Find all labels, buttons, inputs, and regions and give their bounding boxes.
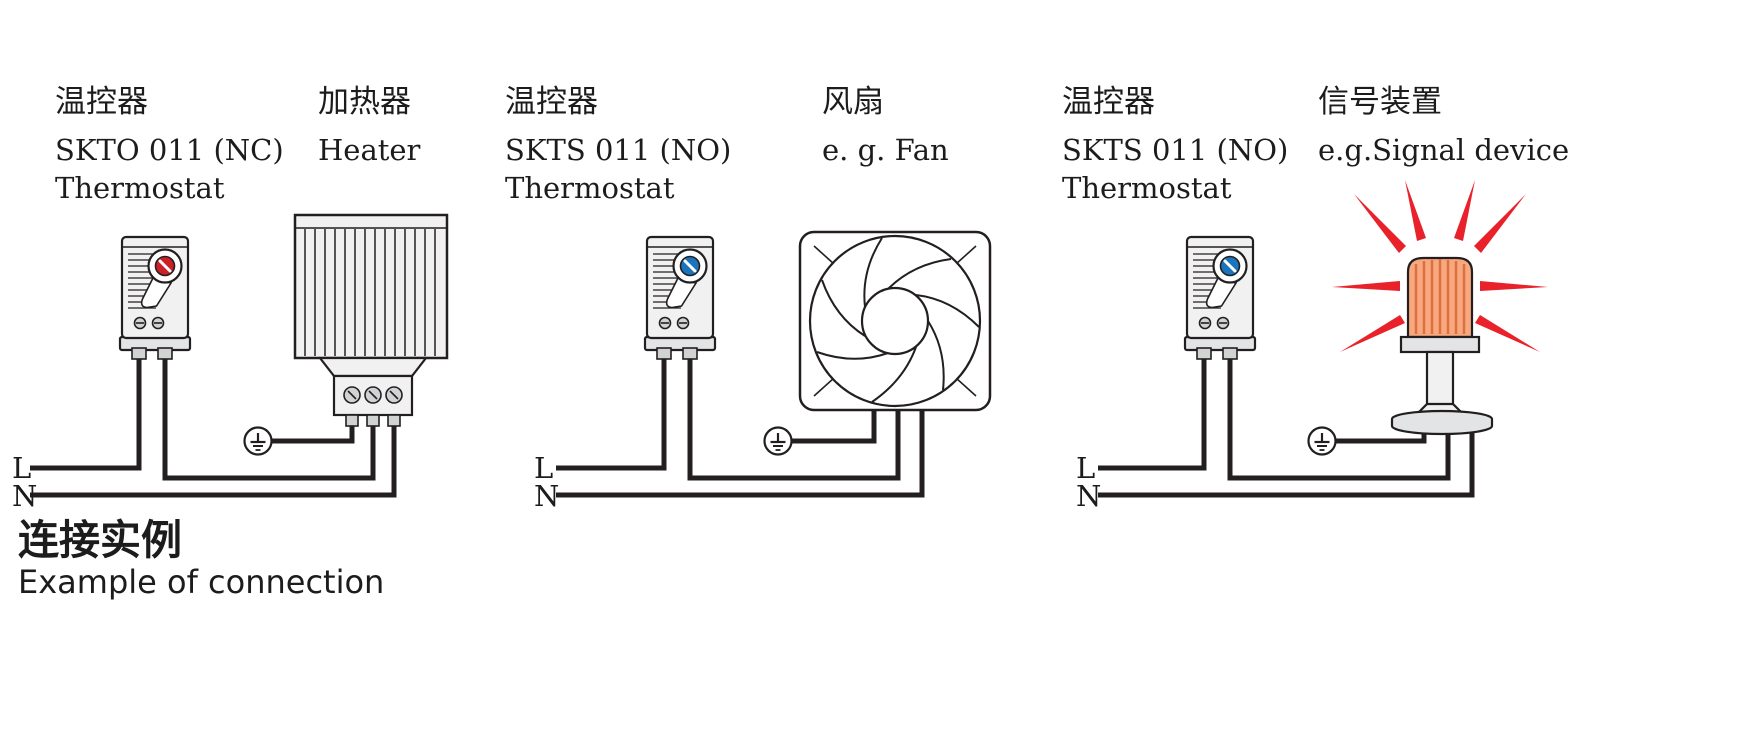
label-neutral-2: N (534, 479, 559, 513)
beacon-lamp (1390, 256, 1494, 436)
label-load-en-3: e.g.Signal device (1318, 133, 1569, 167)
wire-thermostat-to-heater (162, 352, 376, 481)
thermostat-device-3 (1183, 235, 1257, 361)
wire-ground-1 (271, 424, 355, 444)
label-load-zh-2: 风扇 (822, 84, 884, 119)
label-neutral-1: N (12, 479, 37, 513)
signal-beacon-device (1332, 180, 1548, 436)
label-load-zh-3: 信号装置 (1318, 84, 1442, 119)
fan-device (798, 230, 992, 412)
label-load-zh-1: 加热器 (318, 84, 411, 119)
label-thermostat-zh-3: 温控器 (1062, 84, 1155, 119)
wires (30, 352, 1475, 498)
ground-symbol-1 (243, 426, 273, 456)
wire-line-1 (30, 352, 142, 471)
label-thermostat-en-3: Thermostat (1062, 171, 1232, 205)
page-title-en: Example of connection (18, 563, 384, 601)
wire-line-3 (1098, 352, 1207, 471)
wire-thermostat-to-beacon (1227, 352, 1451, 481)
ground-symbol-2 (763, 426, 793, 456)
heater-device (293, 213, 449, 427)
wire-neutral-2 (556, 405, 925, 498)
label-line-2: L (534, 451, 553, 485)
thermostat-device-1 (118, 235, 192, 361)
label-thermostat-model-1: SKTO 011 (NC) (55, 133, 284, 167)
label-line-1: L (12, 451, 31, 485)
ground-symbol-3 (1307, 426, 1337, 456)
label-thermostat-model-2: SKTS 011 (NO) (505, 133, 731, 167)
label-line-3: L (1076, 451, 1095, 485)
label-neutral-3: N (1076, 479, 1101, 513)
label-thermostat-en-1: Thermostat (55, 171, 225, 205)
label-load-en-2: e. g. Fan (822, 133, 949, 167)
page-title-zh: 连接实例 (18, 516, 182, 564)
thermostat-device-2 (643, 235, 717, 361)
label-thermostat-model-3: SKTS 011 (NO) (1062, 133, 1288, 167)
wire-neutral-3 (1098, 418, 1475, 498)
fan-hub (860, 286, 930, 356)
wire-thermostat-to-fan (687, 352, 901, 481)
beacon-stem (1425, 350, 1455, 408)
wire-ground-2 (791, 405, 877, 444)
label-thermostat-en-2: Thermostat (505, 171, 675, 205)
label-thermostat-zh-2: 温控器 (505, 84, 598, 119)
wire-neutral-1 (30, 425, 397, 498)
beacon-rays (1332, 180, 1548, 352)
wire-line-2 (556, 352, 667, 471)
beacon-base (1390, 409, 1494, 436)
label-load-en-1: Heater (318, 133, 421, 167)
beacon-collar (1399, 335, 1481, 354)
label-thermostat-zh-1: 温控器 (55, 84, 148, 119)
